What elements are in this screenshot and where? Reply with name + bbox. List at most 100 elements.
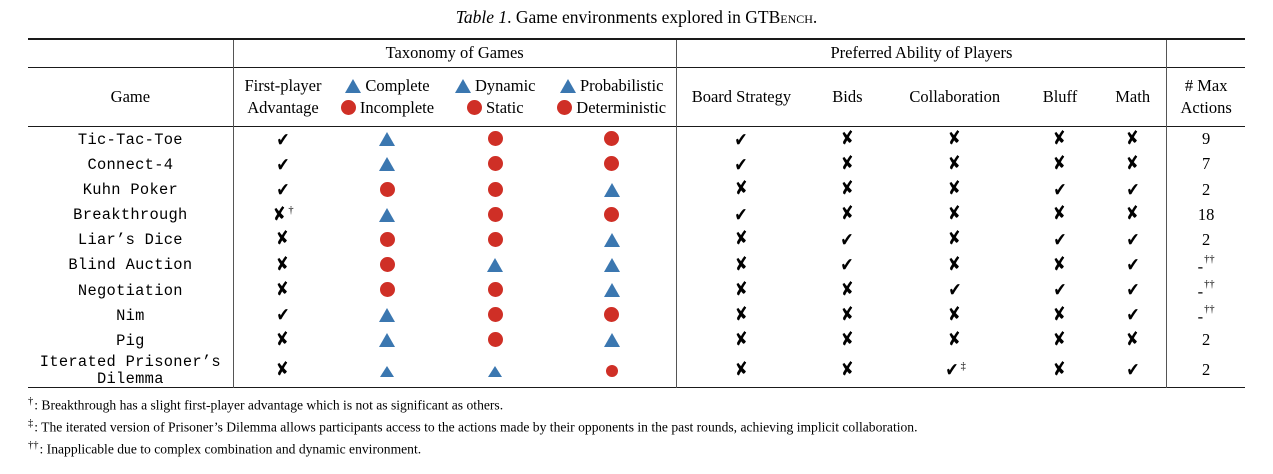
math-mark-icon: ✔	[1126, 228, 1140, 251]
table-caption: Table 1. Game environments explored in G…	[0, 0, 1273, 38]
max-actions-value: 7	[1202, 154, 1211, 174]
cell-first-player: ✘†	[232, 201, 333, 227]
dynamics-line1: Dynamic	[475, 76, 536, 96]
board-strategy-mark-icon: ✔	[734, 203, 748, 226]
bluff-mark-icon: ✔	[1053, 279, 1067, 302]
cell-first-player: ✘	[232, 251, 333, 278]
footnote-marker: ††	[1204, 254, 1215, 266]
bids-mark-icon: ✘	[839, 277, 856, 301]
cell-math: ✔	[1099, 277, 1167, 302]
circle-completeness-icon	[379, 231, 395, 247]
circle-probabilistic-icon	[605, 364, 618, 377]
cell-math: ✔	[1099, 252, 1167, 277]
caption-text-before: . Game environments explored in	[507, 7, 746, 27]
cell-probabilistic	[548, 177, 676, 202]
circle-dynamics-icon	[487, 156, 503, 172]
table-head: Taxonomy of Games Preferred Ability of P…	[28, 38, 1245, 126]
cell-first-player: ✔	[232, 151, 333, 177]
max-actions-value: 9	[1202, 129, 1211, 149]
group-header-row: Taxonomy of Games Preferred Ability of P…	[28, 38, 1245, 68]
circle-legend-icon	[340, 99, 356, 115]
cell-bluff: ✔	[1021, 227, 1099, 252]
cell-math: ✘	[1099, 126, 1167, 152]
bluff-mark-icon: ✘	[1051, 327, 1069, 351]
cell-bluff: ✘	[1021, 302, 1099, 327]
cell-collaboration: ✘	[889, 152, 1021, 177]
board-strategy-mark-icon: ✘	[733, 252, 750, 276]
footnote-symbol: †	[28, 395, 34, 407]
cell-math: ✘	[1099, 327, 1167, 352]
cell-max-actions: -††	[1166, 277, 1245, 303]
footnote-line: ‡: The iterated version of Prisoner’s Di…	[28, 416, 1245, 438]
footnote-text: : Inapplicable due to complex combinatio…	[39, 441, 422, 457]
cell-probabilistic	[548, 252, 676, 277]
group-header-spacer	[28, 39, 233, 68]
cell-board-strategy: ✘	[675, 277, 807, 303]
triangle-legend-icon	[345, 79, 362, 94]
circle-legend-icon	[557, 99, 573, 115]
caption-text-after: .	[812, 7, 818, 27]
cell-max-actions: 2	[1166, 176, 1245, 202]
board-strategy-mark-icon: ✔	[734, 153, 748, 176]
table-row: Blind Auction✘✘✔✘✘✔-††	[28, 251, 1245, 278]
cell-completeness	[332, 227, 442, 252]
circle-dynamics-icon	[487, 332, 503, 348]
cell-bids: ✘	[806, 202, 888, 227]
caption-brand-prefix: GT	[745, 7, 769, 27]
cell-collaboration: ✘	[889, 302, 1021, 327]
collaboration-mark-icon: ✘	[946, 152, 963, 176]
cell-probabilistic	[548, 202, 676, 227]
triangle-probabilistic-icon	[603, 282, 620, 297]
math-mark-icon: ✔	[1126, 254, 1140, 277]
collaboration-mark-icon: ✘	[946, 202, 963, 226]
cell-completeness	[332, 252, 442, 277]
cell-board-strategy: ✔	[675, 151, 807, 177]
game-name: Connect-4	[87, 156, 174, 175]
max-actions-value: -††	[1197, 279, 1215, 301]
game-name: Liar’s Dice	[77, 231, 183, 250]
cell-probabilistic	[548, 152, 676, 177]
bluff-mark-icon: ✘	[1051, 252, 1069, 276]
cell-dynamics	[443, 177, 548, 202]
cell-max-actions: -††	[1166, 302, 1245, 328]
cell-math: ✔	[1099, 352, 1167, 387]
cell-max-actions: 2	[1166, 327, 1245, 353]
triangle-dynamics-icon	[487, 257, 504, 272]
collaboration-mark-icon: ✘	[946, 327, 963, 351]
cell-collaboration: ✘	[889, 126, 1021, 152]
max-actions-line1: # Max	[1184, 76, 1228, 96]
max-actions-value: -††	[1197, 254, 1215, 276]
cell-dynamics	[443, 352, 548, 387]
max-actions-value: 2	[1202, 179, 1211, 199]
cell-collaboration: ✘	[889, 177, 1021, 202]
triangle-legend-icon	[560, 79, 576, 94]
cell-collaboration: ✔‡	[889, 352, 1021, 387]
first-player-mark-icon: ✘	[271, 202, 289, 226]
cell-game: Negotiation	[28, 277, 233, 302]
bluff-mark-icon: ✘	[1051, 127, 1069, 150]
cell-bluff: ✘	[1021, 126, 1099, 152]
first-player-mark-icon: ✘	[274, 357, 292, 381]
cell-max-actions: -††	[1166, 251, 1245, 278]
game-name: Tic-Tac-Toe	[77, 130, 183, 149]
circle-legend-icon	[466, 99, 482, 115]
cell-bluff: ✘	[1021, 352, 1099, 387]
circle-completeness-icon	[379, 281, 395, 297]
cell-collaboration: ✘	[889, 327, 1021, 352]
collaboration-mark-icon: ✘	[946, 252, 963, 276]
math-mark-icon: ✔	[1126, 279, 1140, 302]
cell-board-strategy: ✔	[675, 201, 807, 227]
circle-probabilistic-icon	[604, 156, 620, 172]
bluff-mark-icon: ✘	[1051, 202, 1069, 226]
cell-game: Kuhn Poker	[28, 177, 233, 202]
math-mark-icon: ✔	[1126, 178, 1140, 201]
bids-mark-icon: ✘	[839, 177, 856, 201]
table-row: Nim✔✘✘✘✘✔-††	[28, 302, 1245, 328]
cell-game: Breakthrough	[28, 202, 233, 227]
triangle-probabilistic-icon	[603, 232, 620, 247]
footnote-symbol: ‡	[28, 417, 34, 429]
column-header-game: Game	[110, 86, 151, 106]
table-row: Liar’s Dice✘✘✔✘✔✔2	[28, 226, 1245, 252]
